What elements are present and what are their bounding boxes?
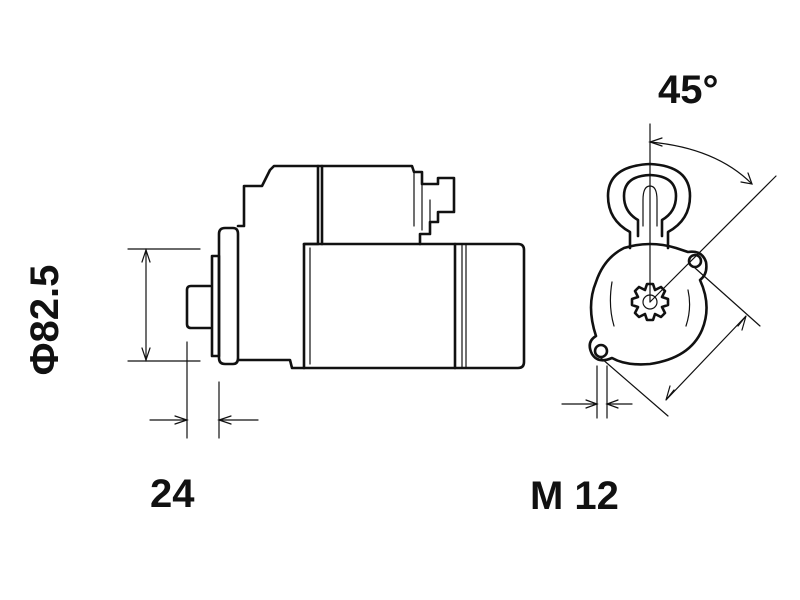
solenoid-detail (413, 171, 431, 231)
flange-width-dimension (149, 341, 259, 439)
pinion-stub (185, 284, 212, 330)
motor-yoke (302, 242, 526, 370)
terminal-lobe (606, 162, 692, 250)
diameter-dimension (127, 248, 201, 362)
thread-label: M 12 (530, 474, 619, 518)
mount-hole-top (687, 253, 703, 269)
mount-hole-bottom (593, 343, 609, 359)
drive-housing (236, 164, 320, 370)
side-view (185, 164, 526, 370)
bolt-spacing-dimension (600, 267, 761, 417)
front-flange-inner (609, 281, 691, 327)
front-flange (588, 242, 708, 366)
front-view (588, 162, 708, 366)
thread-dimension (561, 365, 633, 419)
angle-label: 45° (658, 68, 719, 112)
drive-flange (217, 226, 240, 366)
flange-width-label: 24 (150, 472, 195, 516)
solenoid (316, 164, 456, 246)
diameter-label: Φ82.5 (23, 264, 67, 376)
angle-dimension (648, 123, 777, 303)
pinion-gear (630, 282, 670, 322)
